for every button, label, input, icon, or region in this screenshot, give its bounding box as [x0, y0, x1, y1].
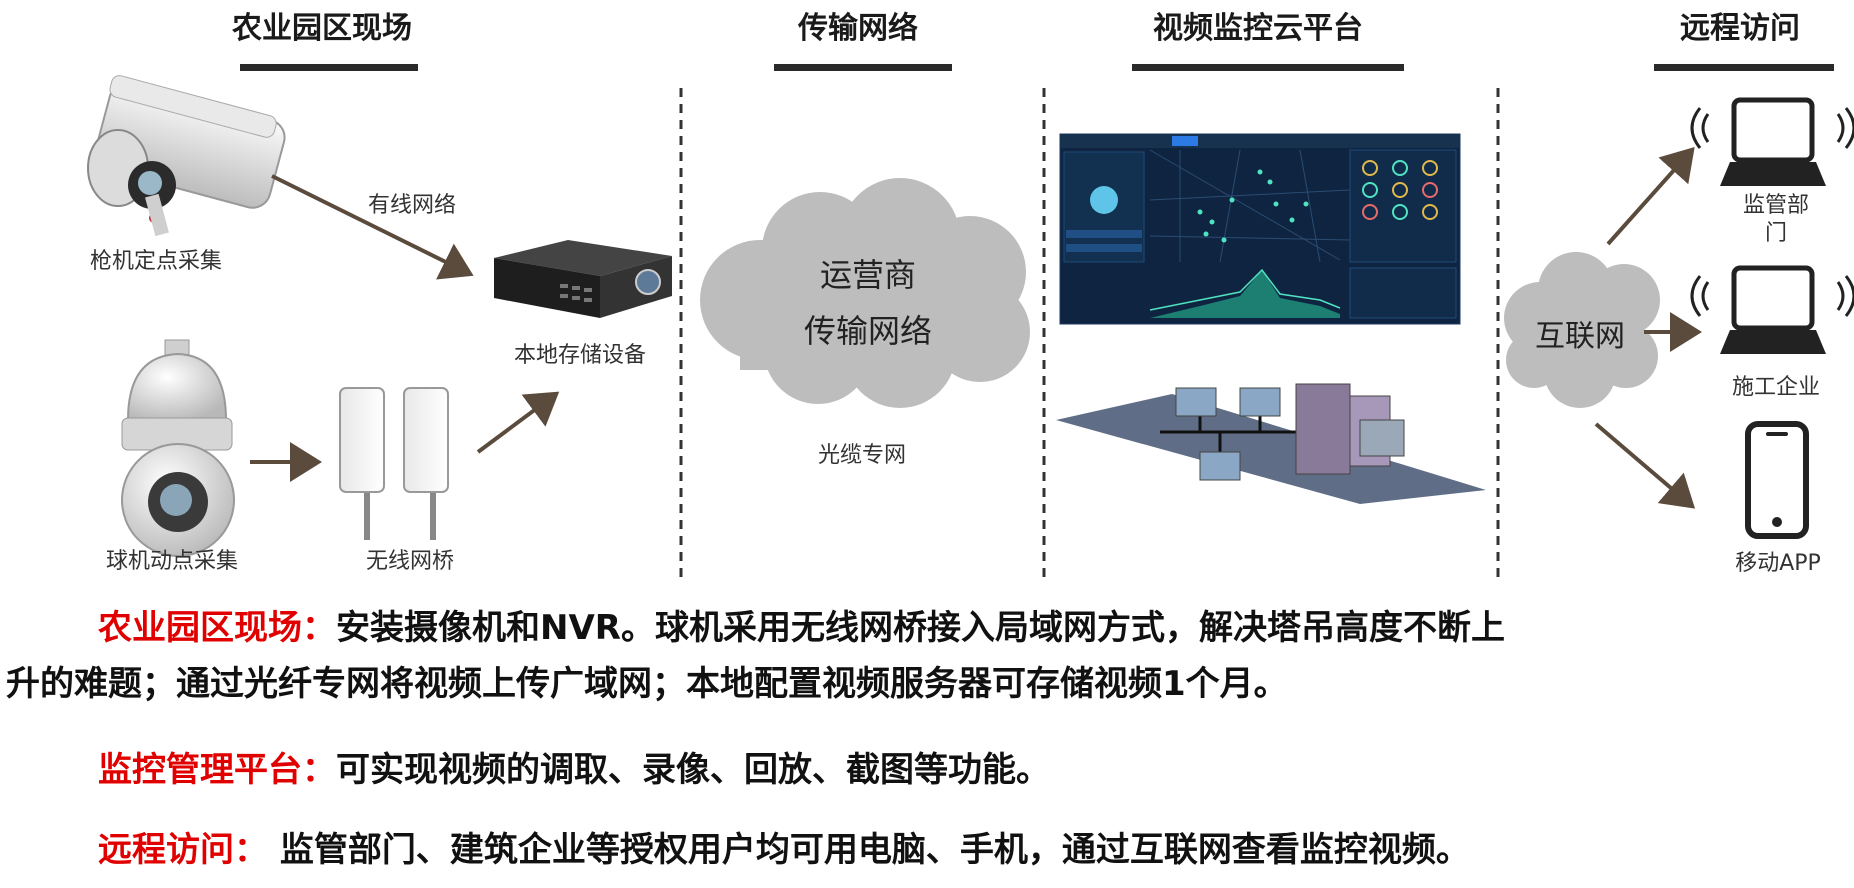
server-network-image — [1056, 383, 1486, 504]
paragraph-platform-key: 监控管理平台： — [98, 750, 336, 790]
paragraph-site-text-a: 安装摄像机和NVR。球机采用无线网桥接入局域网方式，解决塔吊高度不断上 — [336, 608, 1505, 648]
bullet-camera-icon — [87, 75, 286, 237]
platform-dashboard-image — [1059, 133, 1461, 325]
label-bullet-camera: 枪机定点采集 — [90, 249, 222, 274]
cloud-label-line1: 运营商 — [820, 256, 916, 294]
header-remote-underline — [1654, 64, 1834, 71]
dome-camera-icon — [121, 339, 235, 557]
paragraph-remote: 远程访问： 监管部门、建筑企业等授权用户均可用电脑、手机，通过互联网查看监控视频… — [0, 822, 1854, 878]
label-storage-device: 本地存储设备 — [514, 343, 646, 368]
label-fiber-network: 光缆专网 — [818, 443, 906, 468]
label-supervisor-line2: 门 — [1765, 221, 1787, 246]
label-mobile-app: 移动APP — [1735, 551, 1821, 576]
paragraph-remote-key: 远程访问： — [98, 830, 268, 870]
label-supervisor-line1: 监管部 — [1743, 193, 1809, 218]
paragraph-platform-text: 可实现视频的调取、录像、回放、截图等功能。 — [336, 750, 1050, 790]
storage-device-icon — [494, 240, 672, 318]
internet-label: 互联网 — [1535, 319, 1625, 354]
arrow-bridge-to-storage — [476, 391, 560, 454]
label-dome-camera: 球机动点采集 — [106, 549, 238, 574]
wireless-bridge-icon — [339, 387, 449, 540]
arrow-internet-to-supervisor — [1606, 147, 1695, 246]
mobile-phone-icon — [1745, 421, 1809, 539]
system-architecture-diagram: 农业园区现场 传输网络 视频监控云平台 远程访问 枪机定点采集 有线网络 本地存… — [87, 11, 1854, 582]
paragraph-platform: 监控管理平台：可实现视频的调取、录像、回放、截图等功能。 — [0, 742, 1854, 798]
cloud-label-line2: 传输网络 — [804, 312, 932, 350]
supervisor-laptop-icon — [1690, 97, 1854, 186]
header-network-underline — [774, 64, 952, 71]
construction-laptop-icon — [1690, 265, 1854, 354]
label-wired-network: 有线网络 — [368, 193, 456, 218]
label-construction: 施工企业 — [1732, 375, 1820, 400]
paragraph-remote-text: 监管部门、建筑企业等授权用户均可用电脑、手机，通过互联网查看监控视频。 — [279, 830, 1470, 870]
header-remote: 远程访问 — [1680, 11, 1800, 46]
label-wireless-bridge: 无线网桥 — [366, 549, 454, 574]
arrow-camera-to-storage — [271, 174, 474, 280]
header-platform: 视频监控云平台 — [1153, 11, 1363, 46]
header-platform-underline — [1132, 64, 1404, 71]
paragraph-site: 农业园区现场：安装摄像机和NVR。球机采用无线网桥接入局域网方式，解决塔吊高度不… — [0, 600, 1854, 712]
operator-cloud-shape — [700, 178, 1030, 408]
internet-cloud-shape — [1504, 252, 1660, 408]
paragraph-site-text-b: 升的难题；通过光纤专网将视频上传广域网；本地配置视频服务器可存储视频1个月。 — [6, 664, 1288, 704]
arrow-internet-to-mobile — [1594, 422, 1696, 509]
header-network: 传输网络 — [797, 11, 918, 46]
header-site-underline — [240, 64, 418, 71]
header-site: 农业园区现场 — [231, 11, 412, 46]
paragraph-site-key: 农业园区现场： — [98, 608, 336, 648]
